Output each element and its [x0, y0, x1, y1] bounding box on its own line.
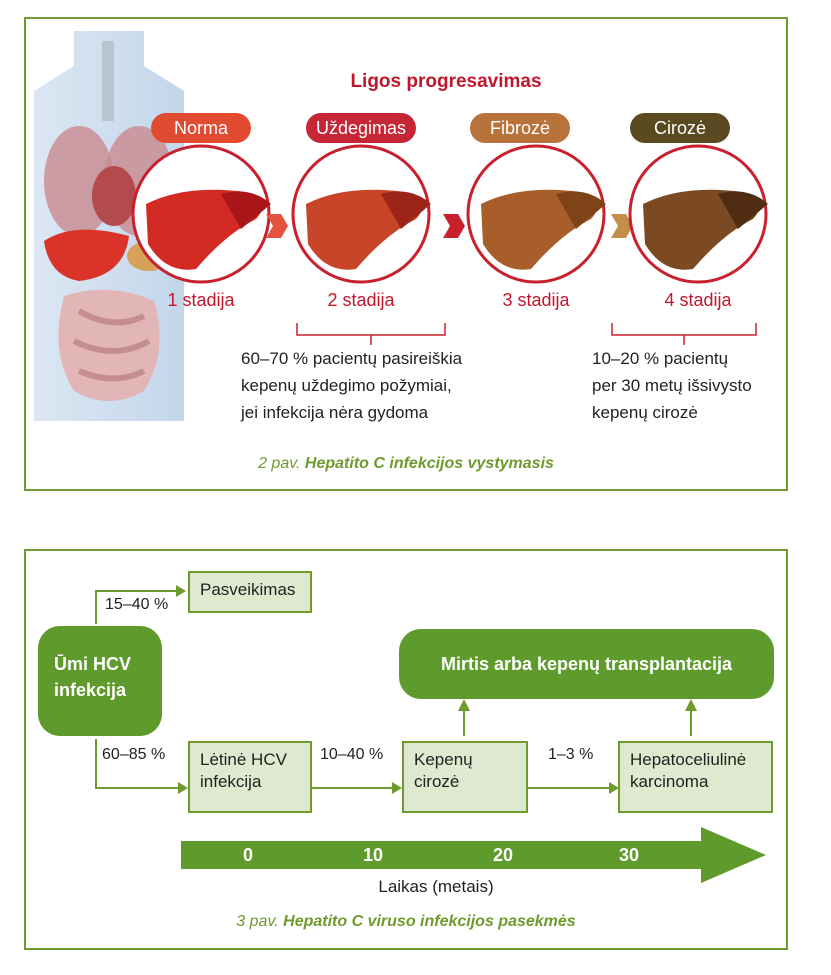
cirrhosis-pct: 10–40 %: [320, 746, 384, 763]
figure-2-caption: 2 pav. Hepatito C infekcijos vystymasis: [26, 455, 786, 473]
carcinoma-line: Hepatoceliulinė: [630, 750, 747, 769]
carcinoma-pct: 1–3 %: [548, 746, 594, 763]
liver-stage-2: [291, 144, 431, 284]
timeline-arrow-icon: [181, 827, 766, 883]
stage-pill-fibroze: Fibrozė: [470, 113, 570, 143]
note-inflammation-line: kepenų uždegimo požymiai,: [241, 376, 452, 395]
note-inflammation: 60–70 % pacientų pasireiškia kepenų užde…: [241, 345, 462, 426]
chronic-line: infekcija: [200, 772, 262, 791]
acute-line: infekcija: [54, 680, 127, 700]
human-body-illustration: [34, 31, 184, 421]
arrow-2-icon: [443, 214, 465, 238]
caption-prefix: 3 pav.: [236, 913, 284, 930]
recovery-box: Pasveikimas: [188, 571, 312, 613]
carcinoma-box: Hepatoceliulinė karcinoma: [618, 741, 773, 813]
caption-prefix: 2 pav.: [258, 455, 305, 472]
stage-pill-ciroze: Cirozė: [630, 113, 730, 143]
recovery-pct: 15–40 %: [105, 596, 169, 613]
note-cirrhosis-line: 10–20 % pacientų: [592, 349, 729, 368]
bracket-stage-4: [611, 323, 757, 345]
stage-label-4: 4 stadija: [664, 290, 732, 310]
stage-label-2: 2 stadija: [327, 290, 395, 310]
figure-3-caption: 3 pav. Hepatito C viruso infekcijos pase…: [26, 913, 786, 931]
chronic-infection-box: Lėtinė HCV infekcija: [188, 741, 312, 813]
arrow-recovery-icon: [176, 585, 186, 597]
arrow-1-icon: [266, 214, 288, 238]
carcinoma-line: karcinoma: [630, 772, 709, 791]
liver-stage-3: [466, 144, 606, 284]
arrow-up-carcinoma-icon: [685, 699, 697, 711]
recovery-label: Pasveikimas: [200, 580, 296, 599]
figure-infection-outcomes: Ūmi HCV infekcija 15–40 % Pasveikimas 60…: [24, 549, 788, 950]
cirrhosis-box: Kepenų cirozė: [402, 741, 528, 813]
acute-line: Ūmi HCV: [54, 654, 132, 674]
note-inflammation-line: jei infekcija nėra gydoma: [241, 403, 429, 422]
arrow-chronic-icon: [178, 782, 188, 794]
caption-title: Hepatito C viruso infekcijos pasekmės: [283, 913, 576, 930]
arrow-carcinoma-icon: [609, 782, 619, 794]
bracket-stage-2: [296, 323, 446, 345]
stage-label-1: 1 stadija: [167, 290, 235, 310]
outcome-box: Mirtis arba kepenų transplantacija: [399, 629, 774, 699]
liver-stage-1: [131, 144, 271, 284]
note-cirrhosis-line: kepenų cirozė: [592, 403, 698, 422]
figure-disease-progression: Ligos progresavimas Norma Uždegimas Fibr…: [24, 17, 788, 491]
arrow-cirrhosis-icon: [392, 782, 402, 794]
cirrhosis-line: cirozė: [414, 772, 460, 791]
liver-stages-graphic: [131, 144, 768, 284]
note-cirrhosis-line: per 30 metų išsivysto: [592, 376, 752, 395]
flow-connectors: [95, 585, 697, 794]
chronic-line: Lėtinė HCV: [200, 750, 287, 769]
caption-title: Hepatito C infekcijos vystymasis: [304, 455, 554, 472]
time-tick-20: 20: [492, 845, 514, 865]
time-axis-label: Laikas (metais): [378, 877, 494, 896]
arrow-3-icon: [611, 214, 633, 238]
time-tick-30: 30: [618, 845, 640, 865]
stage-pill-norma: Norma: [151, 113, 251, 143]
liver-stage-4: [628, 144, 768, 284]
arrow-up-cirrhosis-icon: [458, 699, 470, 711]
time-tick-0: 0: [242, 845, 253, 865]
acute-infection-box: Ūmi HCV infekcija: [38, 626, 162, 736]
stage-label-3: 3 stadija: [502, 290, 570, 310]
cirrhosis-line: Kepenų: [414, 750, 473, 769]
chronic-pct: 60–85 %: [102, 746, 166, 763]
stage-pill-uzdegimas: Uždegimas: [306, 113, 416, 143]
note-inflammation-line: 60–70 % pacientų pasireiškia: [241, 349, 463, 368]
progression-title: Ligos progresavimas: [350, 71, 542, 92]
time-tick-10: 10: [362, 845, 384, 865]
note-cirrhosis: 10–20 % pacientų per 30 metų išsivysto k…: [592, 345, 752, 426]
